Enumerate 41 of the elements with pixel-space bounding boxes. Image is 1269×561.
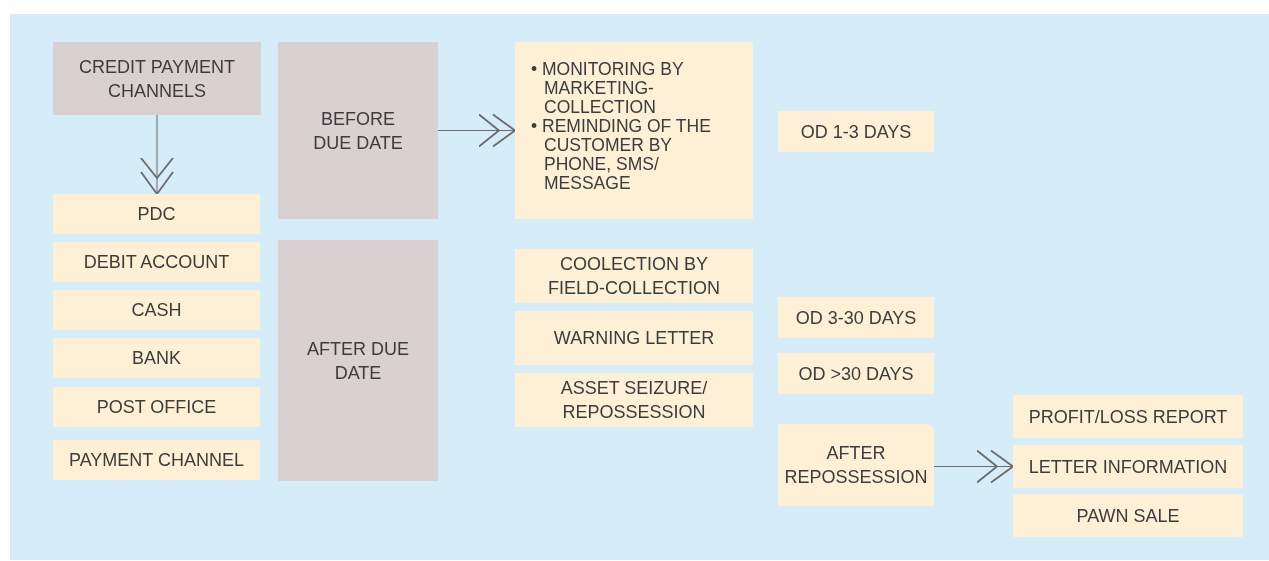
step-box bbox=[515, 311, 753, 365]
box-label: POST OFFICE bbox=[96, 396, 217, 419]
stage-box bbox=[278, 42, 438, 219]
box-label: DEBIT ACCOUNT bbox=[83, 251, 230, 274]
step-box bbox=[53, 290, 260, 330]
box-label: PAWN SALE bbox=[1076, 504, 1180, 528]
step-box bbox=[53, 338, 260, 378]
box-label: AFTER REPOSSESSION bbox=[784, 442, 928, 489]
stage-box bbox=[278, 240, 438, 481]
box-label: LETTER INFORMATION bbox=[1028, 455, 1228, 479]
step-box bbox=[53, 440, 260, 480]
step-box bbox=[778, 111, 934, 152]
box-label: COOLECTION BY FIELD-COLLECTION bbox=[547, 253, 721, 300]
box-label: ASSET SEIZURE/ REPOSSESSION bbox=[559, 377, 709, 424]
stage-box bbox=[53, 42, 261, 115]
box-label: PROFIT/LOSS REPORT bbox=[1028, 405, 1228, 429]
step-box bbox=[515, 373, 753, 427]
step-box bbox=[1013, 445, 1243, 488]
bullet-list-box bbox=[515, 42, 753, 219]
box-label: CASH bbox=[131, 299, 182, 322]
step-box bbox=[515, 249, 753, 303]
box-label: CREDIT PAYMENT CHANNELS bbox=[78, 55, 236, 103]
step-box bbox=[53, 387, 260, 427]
box-label: PDC bbox=[137, 203, 176, 226]
step-box bbox=[778, 297, 934, 338]
box-label: PAYMENT CHANNEL bbox=[68, 449, 244, 472]
step-box bbox=[53, 242, 260, 282]
box-label: BEFORE DUE DATE bbox=[312, 107, 404, 155]
step-box bbox=[53, 194, 260, 234]
bullet-item: • REMINDING OF THE CUSTOMER BY PHONE, SMS/ MESSAGE bbox=[531, 117, 712, 193]
box-label: BANK bbox=[132, 347, 181, 370]
box-label: OD 1-3 DAYS bbox=[800, 120, 912, 144]
step-box bbox=[1013, 395, 1243, 438]
step-box bbox=[778, 424, 934, 506]
box-label: OD >30 DAYS bbox=[798, 362, 914, 386]
step-box bbox=[1013, 494, 1243, 537]
box-label: AFTER DUE DATE bbox=[306, 337, 410, 385]
box-label: WARNING LETTER bbox=[553, 327, 715, 350]
box-label: OD 3-30 DAYS bbox=[795, 306, 917, 330]
step-box bbox=[778, 353, 934, 394]
bullet-item: • MONITORING BY MARKETING-COLLECTION bbox=[531, 60, 685, 117]
